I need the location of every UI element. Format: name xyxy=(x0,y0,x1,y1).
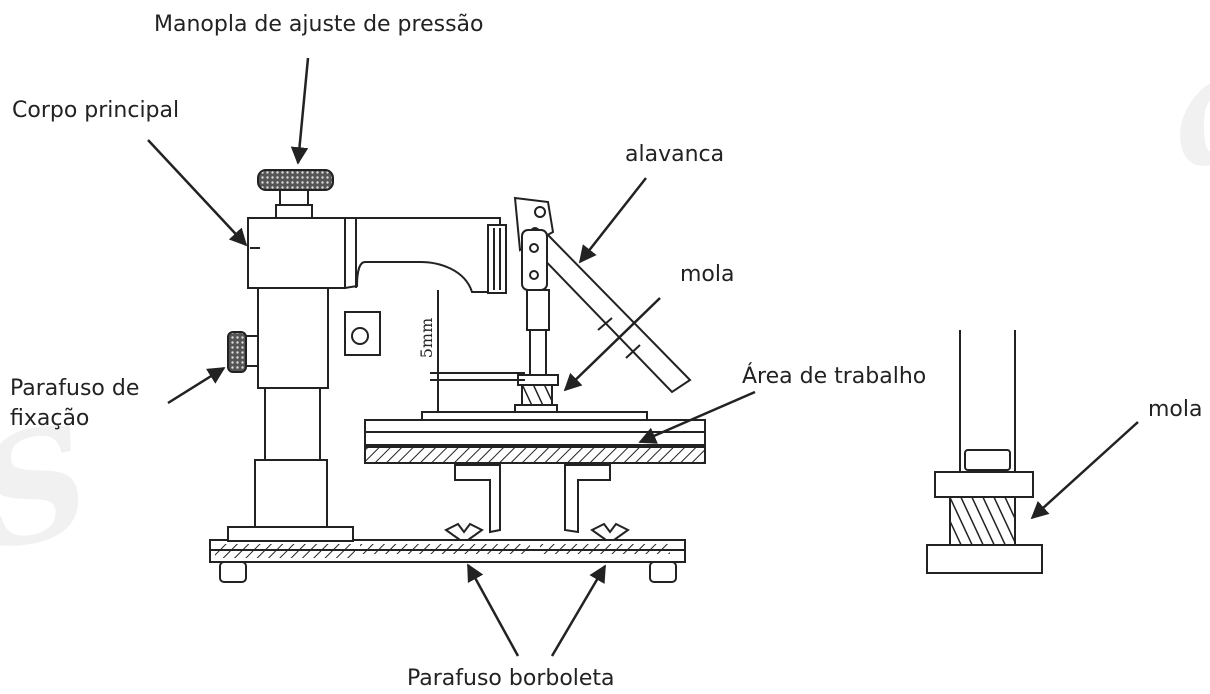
plunger xyxy=(514,229,559,414)
work-area-platen xyxy=(364,411,706,464)
platen-supports xyxy=(454,464,611,534)
label-work-area: Área de trabalho xyxy=(742,364,927,389)
label-pressure-knob: Manopla de ajuste de pressão xyxy=(154,12,484,37)
column xyxy=(227,284,354,542)
label-main-body: Corpo principal xyxy=(12,98,180,123)
dimension-label: 5mm xyxy=(417,318,436,359)
main-body xyxy=(247,217,507,356)
base-plate xyxy=(209,539,686,583)
dimension-5mm xyxy=(430,290,525,415)
label-fixing-screw: Parafuso de fixação xyxy=(10,376,140,431)
wing-screws xyxy=(444,522,630,541)
label-spring: mola xyxy=(680,262,735,287)
fixing-screw xyxy=(227,331,259,373)
label-wing-screw: Parafuso borboleta xyxy=(407,666,615,691)
label-lever: alavanca xyxy=(625,142,725,167)
label-spring-detail: mola xyxy=(1148,397,1203,422)
spring-detail xyxy=(926,330,1043,574)
pressure-knob xyxy=(257,169,334,219)
leader-arrows xyxy=(147,57,1139,657)
